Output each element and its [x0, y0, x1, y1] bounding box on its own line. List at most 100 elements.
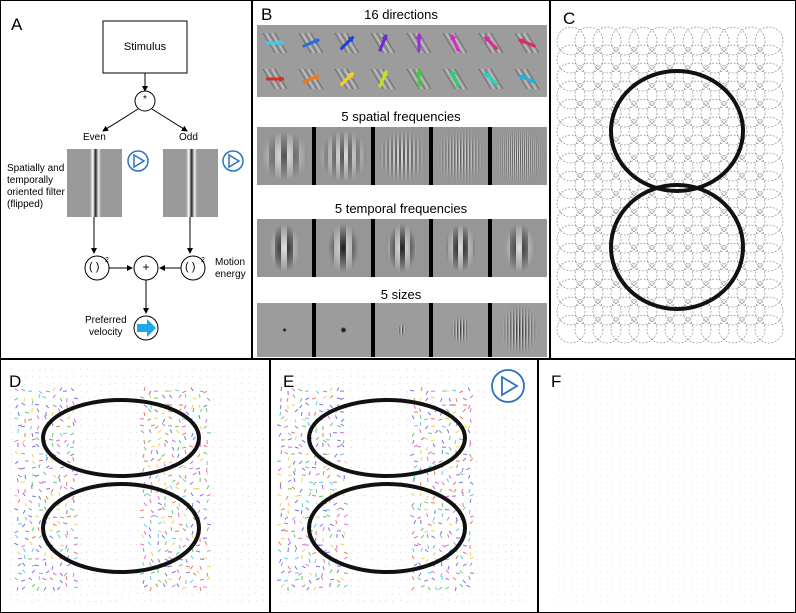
velocity-vector [476, 446, 479, 449]
velocity-vector [56, 451, 61, 455]
velocity-vector [205, 467, 208, 473]
velocity-vector [511, 516, 514, 519]
grid-dot [756, 481, 758, 483]
grid-dot [732, 439, 734, 441]
velocity-vector [161, 535, 166, 539]
grid-dot [774, 385, 776, 387]
play-icon[interactable] [127, 150, 149, 172]
grid-dot [690, 445, 692, 447]
velocity-vector [432, 544, 436, 549]
velocity-vector [192, 397, 197, 400]
velocity-vector [59, 516, 64, 519]
grid-dot [582, 439, 584, 441]
velocity-vector [154, 425, 159, 430]
velocity-vector [332, 488, 338, 491]
grid-dot [654, 433, 656, 435]
velocity-vector [121, 425, 124, 428]
grid-dot [678, 469, 680, 471]
velocity-vector [308, 481, 314, 484]
grid-dot [690, 589, 692, 591]
velocity-vector [504, 565, 507, 567]
velocity-vector [462, 453, 468, 456]
velocity-vector [424, 501, 429, 504]
receptive-field-circle [682, 44, 712, 74]
grid-dot [690, 463, 692, 465]
velocity-vector [178, 474, 182, 479]
grid-dot [648, 475, 650, 477]
velocity-vector [219, 403, 222, 406]
grid-dot [768, 571, 770, 573]
receptive-field-circle [754, 170, 784, 200]
grid-dot [648, 391, 650, 393]
velocity-vector [101, 509, 104, 512]
velocity-vector [44, 551, 47, 556]
grid-dot [684, 511, 686, 513]
grid-dot [750, 487, 752, 489]
velocity-vector [469, 498, 472, 504]
grid-dot [750, 523, 752, 525]
grid-dot [762, 493, 764, 495]
velocity-vector [154, 409, 159, 413]
velocity-vector [291, 516, 296, 521]
velocity-vector [191, 502, 194, 508]
velocity-vector [10, 438, 13, 441]
grid-dot [582, 553, 584, 555]
grid-dot [618, 481, 620, 483]
velocity-vector [357, 578, 359, 581]
velocity-vector [469, 418, 472, 423]
grid-dot [618, 457, 620, 459]
grid-dot [558, 529, 560, 531]
receptive-field-circle [754, 206, 784, 236]
velocity-vector [364, 578, 366, 581]
velocity-vector [107, 446, 110, 448]
velocity-vector [150, 558, 154, 563]
velocity-vector [9, 445, 12, 448]
grid-dot [744, 403, 746, 405]
velocity-vector [233, 599, 236, 602]
grid-dot [660, 499, 662, 501]
velocity-vector [378, 558, 380, 561]
velocity-vector [445, 452, 450, 455]
grid-dot [726, 547, 728, 549]
grid-dot [588, 535, 590, 537]
grid-dot [672, 595, 674, 597]
velocity-vector [58, 369, 61, 372]
velocity-vector [93, 488, 96, 490]
grid-dot [726, 373, 728, 375]
grid-dot [750, 451, 752, 453]
velocity-vector [445, 577, 450, 581]
velocity-vector [298, 443, 303, 448]
grid-dot [690, 595, 692, 597]
velocity-vector [213, 585, 215, 588]
play-icon[interactable] [491, 369, 525, 403]
velocity-vector [37, 526, 40, 532]
grid-dot [588, 379, 590, 381]
play-icon[interactable] [222, 150, 244, 172]
grid-dot [732, 427, 734, 429]
velocity-vector [10, 586, 13, 588]
velocity-vector [452, 411, 457, 414]
velocity-vector [161, 411, 166, 415]
grid-dot [726, 595, 728, 597]
grid-dot [696, 517, 698, 519]
velocity-vector [115, 509, 118, 511]
grid-dot [570, 565, 572, 567]
grid-dot [594, 427, 596, 429]
grid-dot [558, 415, 560, 417]
grid-dot [630, 535, 632, 537]
grid-dot [630, 439, 632, 441]
velocity-vector [35, 443, 40, 448]
velocity-vector [219, 529, 222, 532]
velocity-vector [466, 584, 471, 588]
velocity-vector [20, 425, 26, 428]
velocity-vector [525, 431, 527, 434]
grid-dot [762, 481, 764, 483]
grid-dot [564, 541, 566, 543]
grid-dot [750, 421, 752, 423]
velocity-vector [385, 593, 387, 596]
velocity-vector [357, 571, 359, 574]
grid-dot [630, 397, 632, 399]
grid-dot [738, 385, 740, 387]
velocity-vector [24, 530, 30, 533]
velocity-vector [164, 432, 169, 436]
